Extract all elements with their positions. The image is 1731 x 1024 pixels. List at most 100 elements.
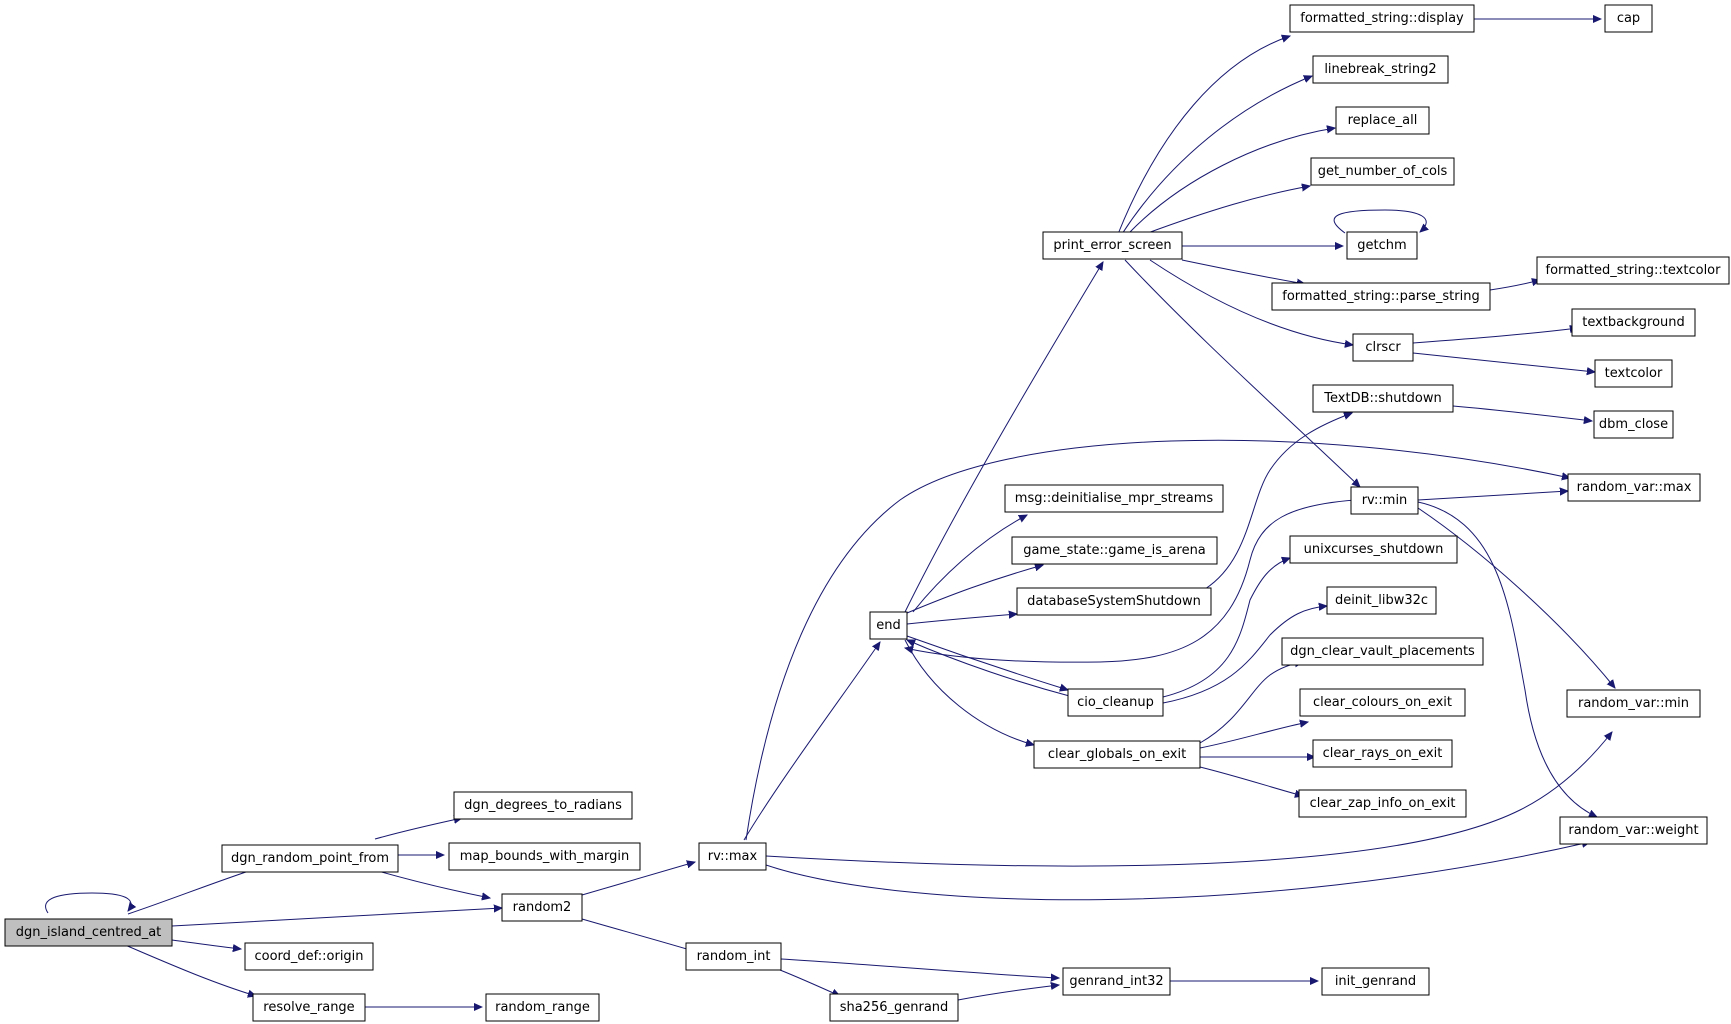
node-deinit-libw32c[interactable]: deinit_libw32c [1326,586,1437,615]
edge-print-to-fs-parse-string [1181,259,1305,284]
node-label: clear_colours_on_exit [1313,695,1452,710]
node-clear-globals-on-exit[interactable]: clear_globals_on_exit [1033,740,1201,769]
node-coord-def-origin[interactable]: coord_def::origin [244,942,374,971]
node-label: map_bounds_with_margin [460,849,630,864]
edge-print-to-replace-all [1127,128,1335,235]
node-clear-colours-on-exit[interactable]: clear_colours_on_exit [1299,688,1466,717]
edge-island-to-origin [171,939,241,949]
edge-print-to-clrscr [1149,259,1353,345]
node-label: rv::min [1362,493,1408,508]
node-clear-rays-on-exit[interactable]: clear_rays_on_exit [1312,739,1453,768]
edge-print-to-linebreak [1121,76,1312,235]
node-label: dbm_close [1599,417,1668,432]
node-rv-max[interactable]: rv::max [698,842,767,871]
node-dgn-degrees-to-radians[interactable]: dgn_degrees_to_radians [453,791,633,820]
node-random-int[interactable]: random_int [685,942,782,971]
edge-end-to-clear-globals [904,639,1034,745]
node-label: msg::deinitialise_mpr_streams [1015,491,1214,506]
node-label: deinit_libw32c [1335,593,1428,608]
edge-textdb-to-dbm-close [1452,405,1592,421]
node-random-var-weight[interactable]: random_var::weight [1559,816,1708,845]
node-label: random_range [495,1000,590,1015]
edge-rv-min-to-random-var-max [1417,491,1568,501]
node-cio-cleanup[interactable]: cio_cleanup [1067,688,1164,717]
node-rv-min[interactable]: rv::min [1350,486,1419,515]
node-random-range[interactable]: random_range [485,993,600,1022]
edge-clear-globals-to-vault [1199,662,1303,744]
node-label: clear_globals_on_exit [1048,747,1186,762]
edge-rv-max-to-random-var-weight [765,842,1590,901]
edge-rv-min-to-random-var-weight [1417,501,1597,817]
node-label: random_var::max [1577,480,1692,495]
node-cap[interactable]: cap [1604,4,1653,33]
node-label: sha256_genrand [840,1000,949,1015]
node-resolve-range[interactable]: resolve_range [252,993,366,1022]
edge-end-to-msg-deinit [912,515,1027,613]
node-game-is-arena[interactable]: game_state::game_is_arena [1011,536,1218,565]
node-label: unixcurses_shutdown [1304,542,1444,557]
node-formatted-string-parse-string[interactable]: formatted_string::parse_string [1271,282,1491,311]
edge-end-to-cio-cleanup [906,635,1068,690]
node-label: linebreak_string2 [1324,62,1436,77]
edge-dgn-island-centred-at-self [45,892,131,914]
edge-print-to-rv-min [1124,259,1360,487]
edge-clear-globals-to-zap [1199,766,1303,796]
node-label: formatted_string::display [1300,11,1464,26]
node-dgn-random-point-from[interactable]: dgn_random_point_from [221,844,399,873]
node-label: resolve_range [263,1000,354,1015]
node-end[interactable]: end [869,611,908,640]
node-label: end [876,618,901,633]
node-linebreak-string2[interactable]: linebreak_string2 [1312,55,1449,84]
node-random2[interactable]: random2 [501,893,583,922]
node-replace-all[interactable]: replace_all [1335,106,1430,135]
node-formatted-string-textcolor[interactable]: formatted_string::textcolor [1536,256,1730,285]
node-dbm-close[interactable]: dbm_close [1593,410,1674,439]
node-dgn-clear-vault-placements[interactable]: dgn_clear_vault_placements [1281,637,1484,666]
node-textcolor[interactable]: textcolor [1594,359,1673,388]
edge-end-to-print-error-screen [904,262,1103,613]
edge-rv-max-to-random-var-max [745,439,1570,841]
node-label: clrscr [1365,340,1401,355]
node-database-system-shutdown[interactable]: databaseSystemShutdown [1016,587,1212,616]
node-unixcurses-shutdown[interactable]: unixcurses_shutdown [1289,535,1458,564]
node-label: dgn_clear_vault_placements [1290,644,1475,659]
edge-cio-to-deinit-libw32c [1162,606,1327,704]
node-label: replace_all [1348,113,1418,128]
edge-print-to-get-number-of-cols [1144,186,1310,235]
node-label: getchm [1357,238,1406,253]
edge-getchm-self [1333,209,1426,234]
node-textbackground[interactable]: textbackground [1571,308,1696,337]
node-textdb-shutdown[interactable]: TextDB::shutdown [1312,384,1454,413]
edge-random-int-to-sha256 [779,969,840,997]
edge-island-to-random2 [171,908,502,927]
node-msg-deinitialise-mpr-streams[interactable]: msg::deinitialise_mpr_streams [1004,484,1224,513]
node-label: get_number_of_cols [1318,164,1448,179]
node-init-genrand[interactable]: init_genrand [1321,967,1430,996]
edge-clrscr-to-textbackground [1412,328,1578,344]
node-formatted-string-display[interactable]: formatted_string::display [1289,4,1475,33]
edge-island-to-resolve-range [124,944,256,996]
node-clear-zap-info-on-exit[interactable]: clear_zap_info_on_exit [1298,789,1467,818]
node-map-bounds-with-margin[interactable]: map_bounds_with_margin [448,842,641,871]
node-label: dgn_island_centred_at [16,925,162,940]
edge-rv-min-to-end [905,499,1356,663]
edge-random2-to-random-int [581,918,697,952]
edge-rv-min-to-random-var-min [1417,507,1615,688]
node-get-number-of-cols[interactable]: get_number_of_cols [1310,157,1455,186]
node-getchm[interactable]: getchm [1346,231,1418,260]
node-dgn-island-centred-at[interactable]: dgn_island_centred_at [4,918,173,947]
node-label: rv::max [708,849,758,864]
node-label: random2 [513,900,572,915]
node-sha256-genrand[interactable]: sha256_genrand [829,993,959,1022]
node-random-var-max[interactable]: random_var::max [1567,473,1701,502]
node-label: textbackground [1582,315,1685,330]
edge-rv-max-to-end [743,642,880,841]
node-label: dgn_random_point_from [231,851,389,866]
node-label: TextDB::shutdown [1323,391,1441,406]
node-label: clear_rays_on_exit [1323,746,1443,761]
node-clrscr[interactable]: clrscr [1352,333,1414,362]
node-genrand-int32[interactable]: genrand_int32 [1062,967,1171,996]
node-random-var-min[interactable]: random_var::min [1566,689,1701,718]
edge-random2-to-rv-max [581,862,695,896]
node-print-error-screen[interactable]: print_error_screen [1042,231,1183,260]
